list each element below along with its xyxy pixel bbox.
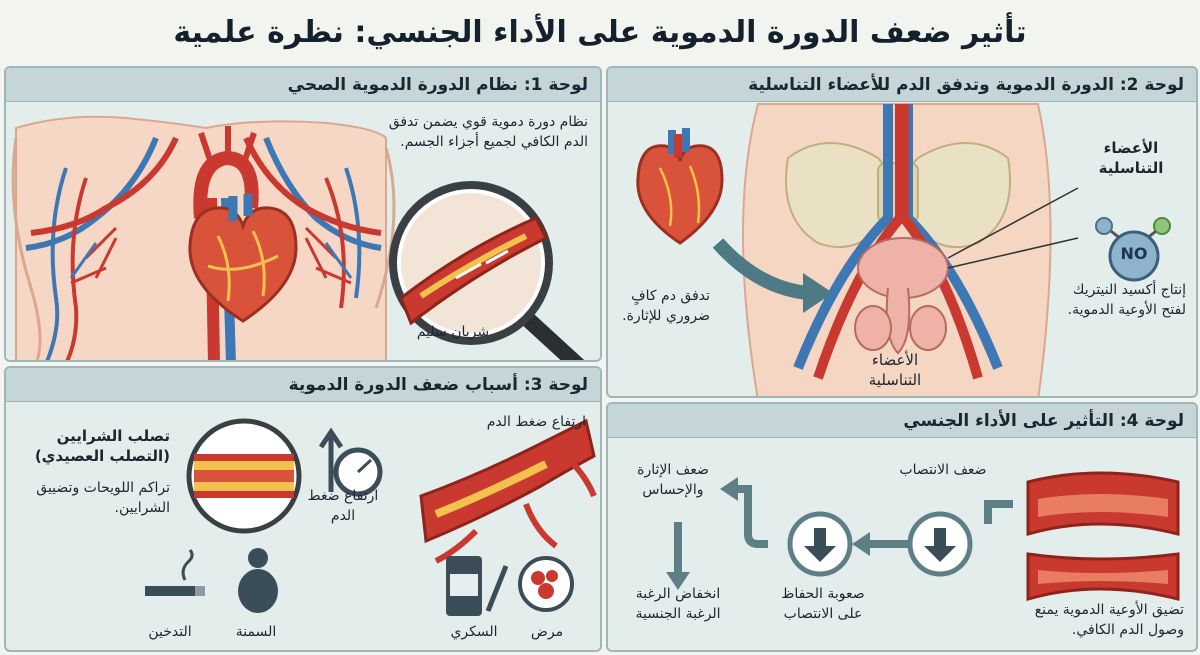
weak-arousal-label: ضعف الإثارة والإحساس	[637, 462, 709, 498]
atherosclerosis-description: تراكم اللويحات وتضييق الشرايين.	[36, 480, 170, 516]
panel-4-header: لوحة 4: التأثير على الأداء الجنسي	[608, 404, 1196, 438]
atherosclerosis-title: تصلب الشرايين (التصلب العصيدي)	[34, 427, 170, 465]
panel-3-header: لوحة 3: أسباب ضعف الدورة الدموية	[6, 368, 600, 402]
panel-causes: لوحة 3: أسباب ضعف الدورة الدموية تصلب ال…	[4, 366, 602, 652]
panel-impact: لوحة 4: التأثير على الأداء الجنسي ضعف ال…	[606, 402, 1198, 652]
magnifier-icon	[389, 181, 585, 360]
high-bp-gauge-label: ارتفاع ضغط الدم	[307, 488, 379, 524]
smoking-label: التدخين	[148, 624, 192, 640]
panel-1-header: لوحة 1: نظام الدورة الدموية الصحي	[6, 68, 600, 102]
pelvis-illustration	[712, 103, 1079, 396]
high-bp-label: ارتفاع ضغط الدم	[486, 414, 586, 430]
impact-flow-diagram	[666, 471, 1180, 601]
panel-genital-blood-flow: لوحة 2: الدورة الدموية وتدفق الدم للأعضا…	[606, 66, 1198, 398]
person-icon	[238, 548, 278, 613]
diabetes-label: السكري	[450, 624, 498, 640]
heart-icon	[636, 128, 724, 245]
blood-flow-description: تدفق دم كافٍ ضروري للإثارة.	[622, 288, 710, 324]
blood-cells-icon	[518, 556, 574, 612]
cigarette-icon	[145, 549, 205, 596]
no-molecule-label: NO	[1120, 244, 1148, 263]
no-description: إنتاج أكسيد النيتريك لفتح الأوعية الدموي…	[1067, 282, 1186, 318]
panel-1-description: نظام دورة دموية قوي يضمن تدفق الدم الكاف…	[388, 114, 588, 150]
pill-bottle-icon	[446, 556, 509, 616]
genitals-label-top: الأعضاء التناسلية	[1098, 139, 1164, 177]
hypertension-artery-illustration	[419, 418, 597, 564]
low-libido-label: انخفاض الرغبة الرغبة الجنسية	[635, 586, 721, 622]
heart-icon	[188, 194, 298, 323]
healthy-artery-label: شريان سليم	[416, 324, 490, 340]
obesity-label: السمنة	[235, 624, 277, 640]
down-arrow-icon	[804, 528, 836, 562]
narrowing-description: تضيق الأوعية الدموية يمنع وصول الدم الكا…	[1034, 602, 1184, 638]
down-arrow-icon	[924, 528, 956, 562]
page-title: تأثير ضعف الدورة الدموية على الأداء الجن…	[173, 15, 1027, 50]
genitals-label-bottom: الأعضاء التناسلية	[868, 351, 922, 389]
maintain-difficulty-label: صعوبة الحفاظ على الانتصاب	[781, 586, 865, 622]
disease-label: مرض	[530, 624, 564, 640]
gauge-icon	[318, 427, 383, 497]
no-molecule-icon	[1095, 217, 1171, 282]
weak-erection-label: ضعف الانتصاب	[899, 462, 987, 478]
panel-healthy-circulation: لوحة 1: نظام الدورة الدموية الصحي	[4, 66, 602, 362]
atherosclerosis-magnifier	[186, 418, 302, 534]
panel-2-header: لوحة 2: الدورة الدموية وتدفق الدم للأعضا…	[608, 68, 1196, 102]
